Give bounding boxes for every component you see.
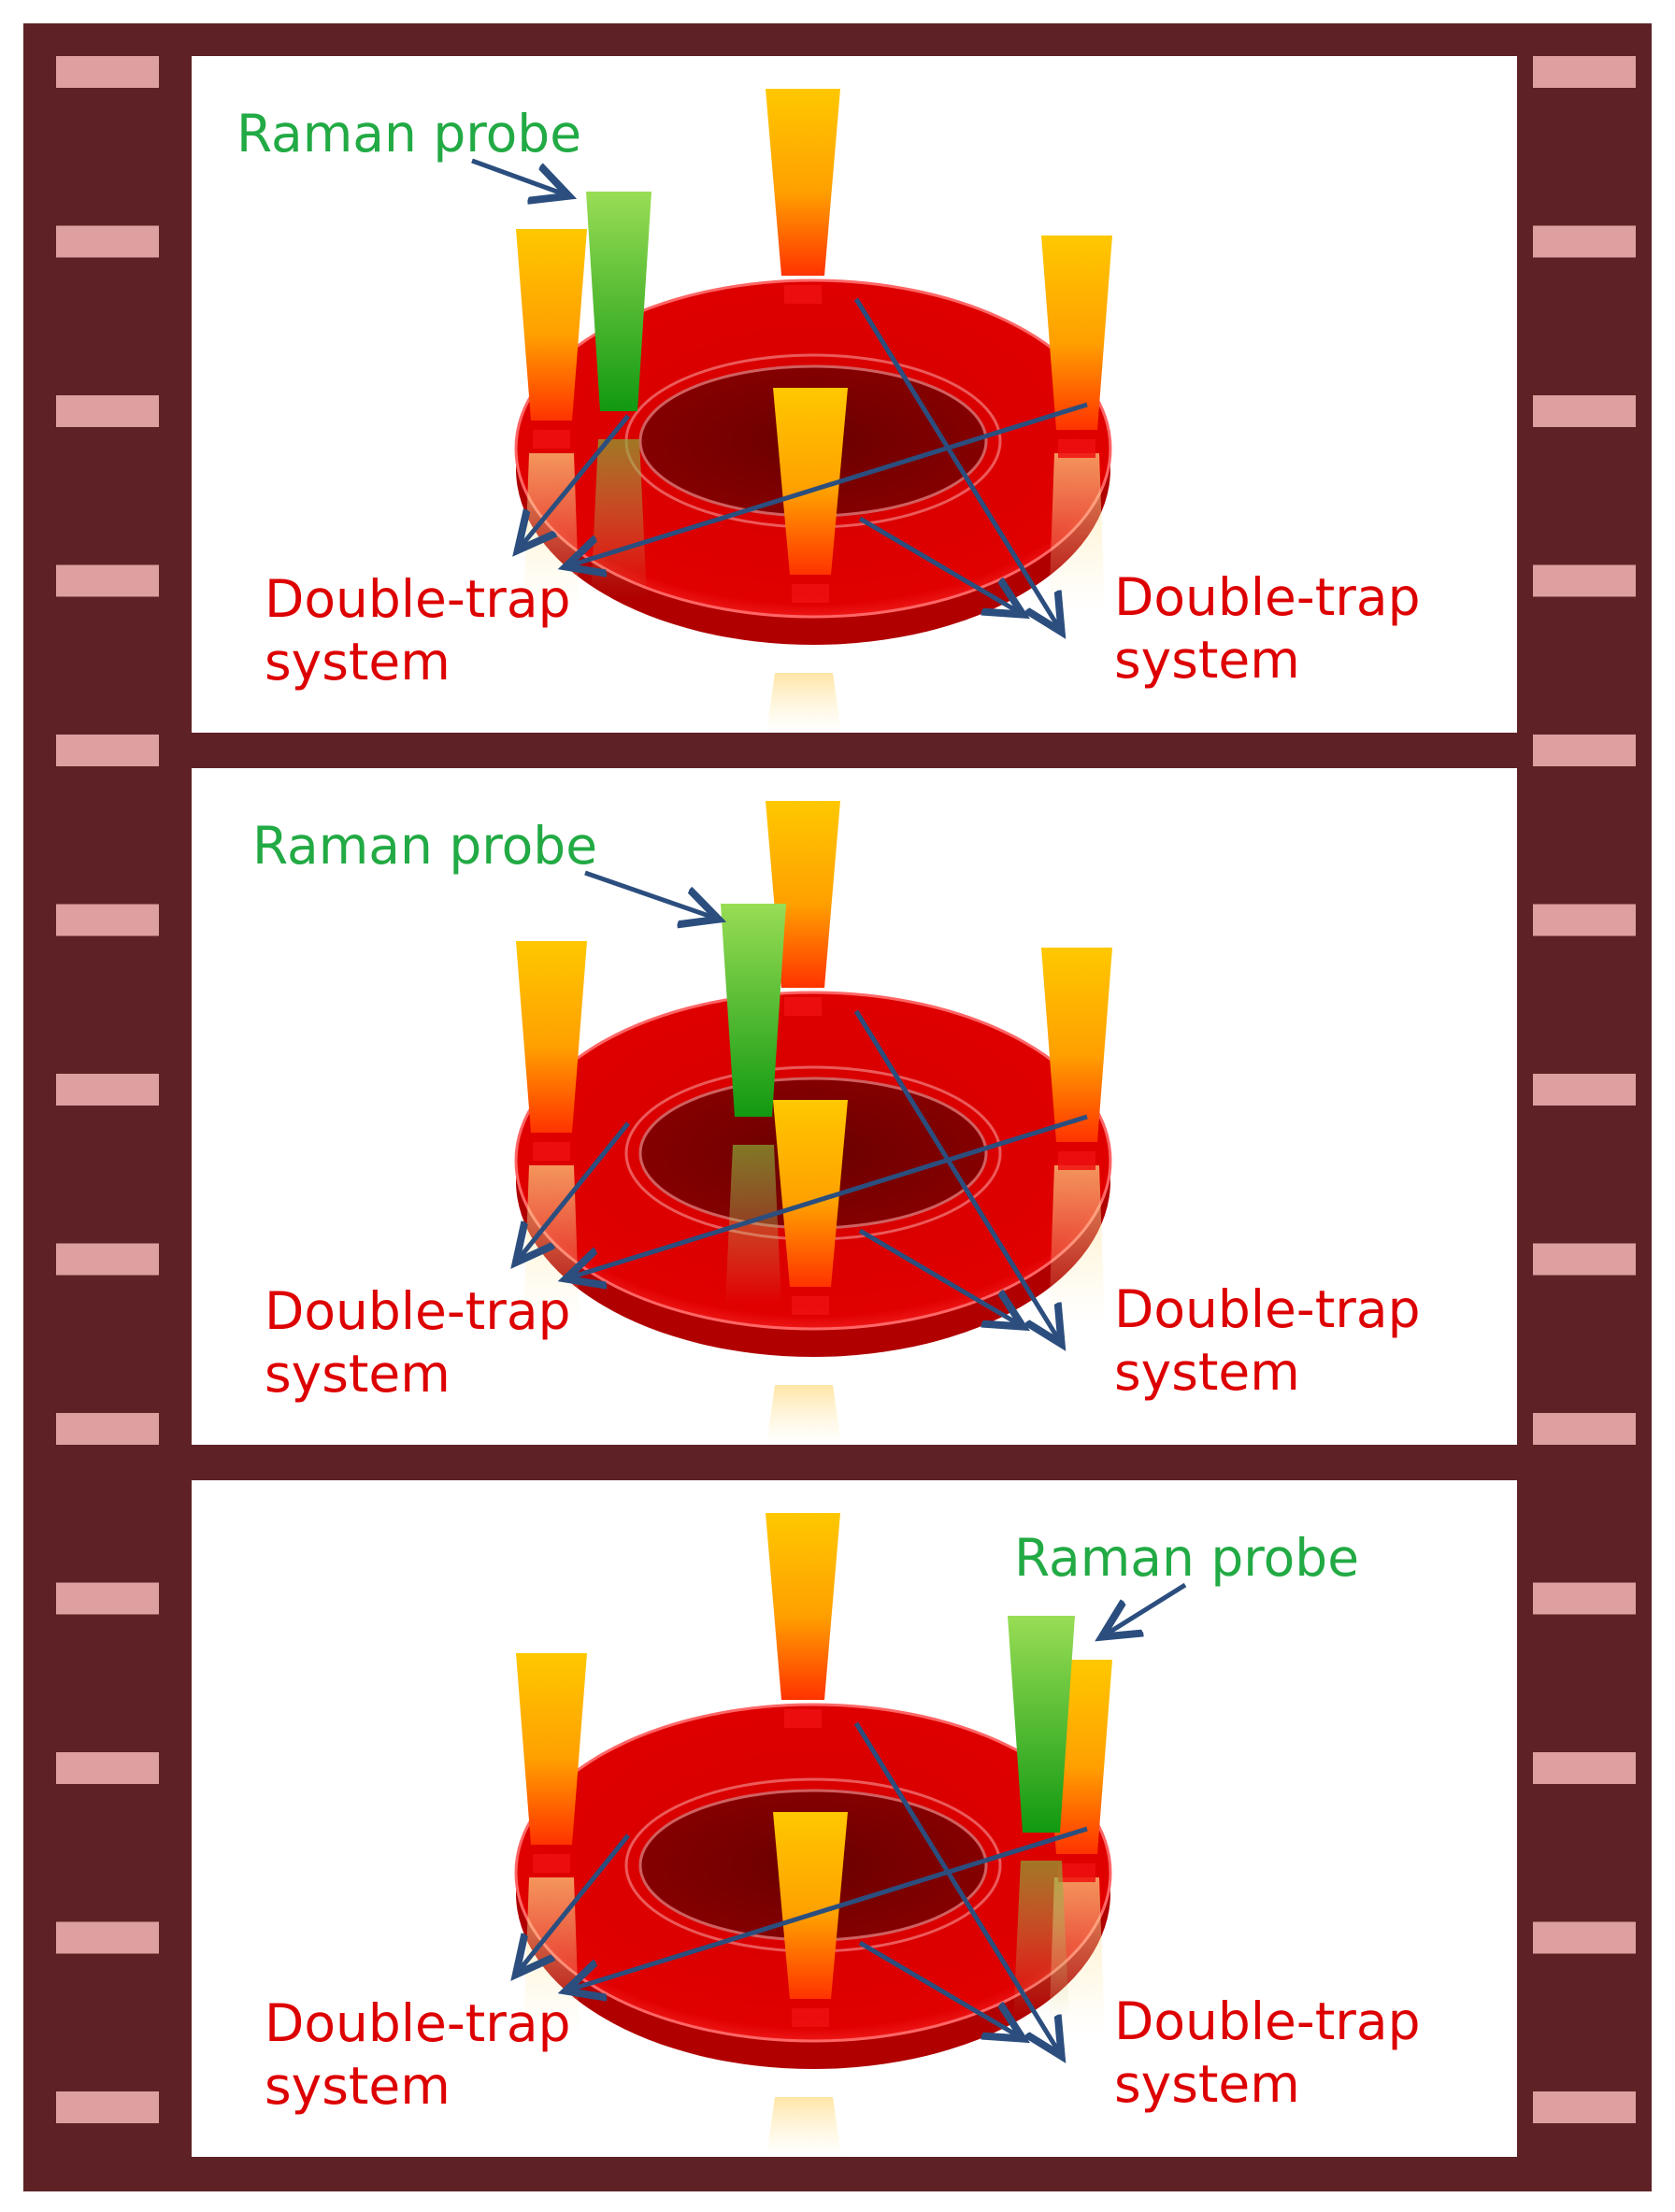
light-beam xyxy=(766,673,841,733)
trap-stub xyxy=(1058,1151,1095,1170)
arrow xyxy=(570,402,1088,565)
arrow xyxy=(858,516,1019,612)
perforation-left xyxy=(56,564,159,597)
arrow xyxy=(519,1121,630,1259)
perforation-right xyxy=(1533,1582,1636,1615)
left-trap-label-line1: Double-trap xyxy=(265,569,571,629)
trap-beam xyxy=(1049,453,1105,612)
perforation-left xyxy=(56,395,159,427)
trap-stub xyxy=(792,1296,829,1315)
perforation-right xyxy=(1533,564,1636,597)
trap-stub xyxy=(784,285,822,304)
trap-stub xyxy=(1058,1863,1095,1882)
light-beam xyxy=(766,1385,841,1445)
frame-panel: Raman probeDouble-trapsystemDouble-traps… xyxy=(192,56,1517,733)
perforation-left xyxy=(56,1752,159,1784)
optical-trap xyxy=(773,1812,848,1999)
trap-stub xyxy=(1058,439,1095,458)
trap-stub xyxy=(784,1709,822,1728)
perforation-left xyxy=(56,1921,159,1954)
optical-trap xyxy=(773,1100,848,1287)
arrow xyxy=(584,870,714,918)
arrow xyxy=(858,1228,1019,1324)
trap-stub xyxy=(784,997,822,1016)
left-trap-label-line2: system xyxy=(265,2056,451,2116)
perforation-left xyxy=(56,1413,159,1445)
left-trap-label-line1: Double-trap xyxy=(265,1281,571,1341)
perforation-right xyxy=(1533,225,1636,258)
optical-trap xyxy=(766,89,840,276)
right-trap-label-line2: system xyxy=(1114,630,1300,690)
perforation-right xyxy=(1533,1413,1636,1445)
raman-probe-label: Raman probe xyxy=(1014,1528,1359,1588)
perforation-right xyxy=(1533,735,1636,766)
optical-trap xyxy=(1041,235,1112,430)
frames: Raman probeDouble-trapsystemDouble-traps… xyxy=(192,56,1517,2157)
optical-trap xyxy=(516,229,587,421)
frame-panel: Raman probeDouble-trapsystemDouble-traps… xyxy=(192,768,1517,1445)
perforation-right xyxy=(1533,56,1636,88)
arrow xyxy=(858,1940,1019,2036)
trap-stub xyxy=(792,2008,829,2027)
perforation-right xyxy=(1533,2091,1636,2123)
perforation-left xyxy=(56,1074,159,1106)
arrow xyxy=(570,1826,1088,1990)
trap-beam xyxy=(1049,1165,1105,1324)
raman-probe-beam xyxy=(1008,1616,1075,1833)
raman-probe-beam xyxy=(721,904,786,1117)
raman-probe-label: Raman probe xyxy=(252,816,597,876)
optical-trap xyxy=(516,1653,587,1845)
perforation-left xyxy=(56,225,159,258)
right-trap-label-line2: system xyxy=(1114,2054,1300,2114)
perforation-left xyxy=(56,735,159,766)
probe-beam xyxy=(591,439,647,598)
right-trap-label-line2: system xyxy=(1114,1342,1300,1402)
optical-trap xyxy=(516,941,587,1133)
right-trap-label-line1: Double-trap xyxy=(1114,1991,1421,2051)
perforation-right xyxy=(1533,904,1636,936)
perforations xyxy=(56,56,1636,2123)
arrow xyxy=(1106,1582,1187,1634)
right-trap-label-line1: Double-trap xyxy=(1114,1279,1421,1339)
arrow xyxy=(853,297,1059,628)
perforation-left xyxy=(56,904,159,936)
left-trap-label-line2: system xyxy=(265,1344,451,1404)
optical-trap xyxy=(773,388,848,575)
optical-trap xyxy=(766,801,840,988)
trap-stub xyxy=(533,1142,570,1161)
perforation-right xyxy=(1533,1752,1636,1784)
raman-probe-beam xyxy=(586,192,651,411)
light-beam xyxy=(766,2097,841,2157)
trap-stub xyxy=(533,430,570,449)
left-trap-label-line2: system xyxy=(265,632,451,692)
arrow xyxy=(853,1009,1059,1340)
trap-stub xyxy=(792,584,829,603)
trap-stub xyxy=(533,1854,570,1873)
optical-trap xyxy=(766,1513,840,1700)
perforation-left xyxy=(56,2091,159,2123)
raman-probe-label: Raman probe xyxy=(236,104,581,164)
optical-trap xyxy=(1041,948,1112,1142)
perforation-left xyxy=(56,56,159,88)
right-trap-label-line1: Double-trap xyxy=(1114,567,1421,627)
arrow xyxy=(853,1721,1059,2052)
frame-panel: Raman probeDouble-trapsystemDouble-traps… xyxy=(192,1480,1517,2157)
arrow xyxy=(570,1114,1088,1277)
probe-beam xyxy=(1013,1861,1069,2019)
arrow xyxy=(471,158,565,194)
arrow xyxy=(519,1834,630,1971)
perforation-right xyxy=(1533,1243,1636,1276)
perforation-right xyxy=(1533,395,1636,427)
perforation-left xyxy=(56,1582,159,1615)
arrow xyxy=(521,414,630,547)
perforation-left xyxy=(56,1243,159,1276)
perforation-right xyxy=(1533,1921,1636,1954)
probe-beam xyxy=(725,1145,781,1304)
left-trap-label-line1: Double-trap xyxy=(265,1993,571,2053)
perforation-right xyxy=(1533,1074,1636,1106)
